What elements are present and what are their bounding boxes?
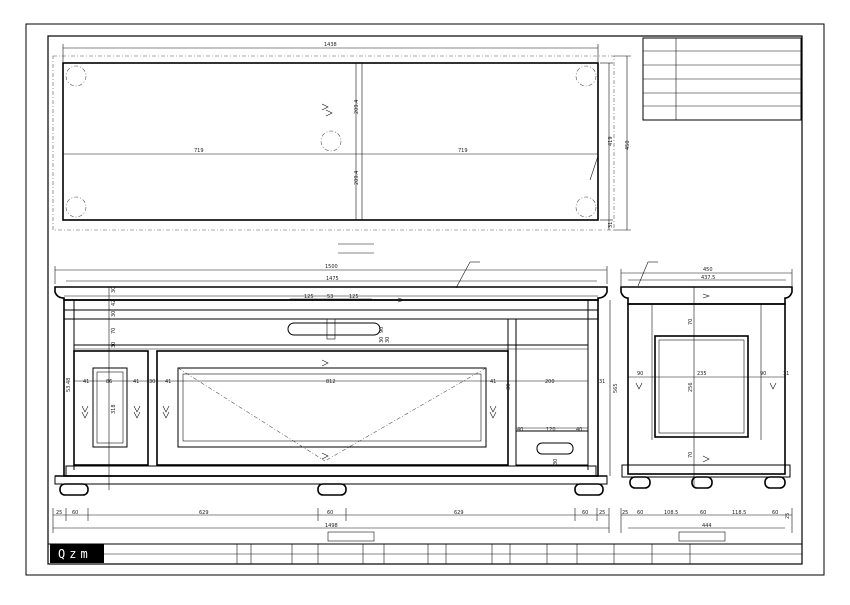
front-panel-width: 812 xyxy=(326,379,336,385)
side-center-height: 256 xyxy=(688,382,694,392)
front-side-height: 565 xyxy=(613,383,619,393)
front-left-41a: 41 xyxy=(83,379,89,385)
front-bottom-d4: 60 xyxy=(327,510,333,516)
top-view-center-circle xyxy=(320,130,342,152)
front-left-h3: 30 xyxy=(111,311,117,317)
front-handle-a: 125 xyxy=(304,294,314,300)
side-right-31: 31 xyxy=(783,371,789,377)
top-depth-small: 31 xyxy=(608,222,614,228)
top-half-right: 719 xyxy=(458,148,468,154)
top-view-corner-circle xyxy=(65,196,87,218)
front-foot xyxy=(317,483,347,496)
top-center-upper: 209.4 xyxy=(354,100,360,114)
front-top-handle-slot xyxy=(287,322,381,336)
side-bottom-d6: 60 xyxy=(772,510,778,516)
top-depth: 450 xyxy=(625,140,631,150)
front-left-h5: 30 xyxy=(111,342,117,348)
front-bottom-d5: 629 xyxy=(454,510,464,516)
front-handle-c: 125 xyxy=(349,294,359,300)
side-top-70: 70 xyxy=(688,319,694,325)
front-top-width: 1475 xyxy=(326,276,339,282)
front-bottom-d7: 25 xyxy=(599,510,605,516)
logo-text: Qzm xyxy=(58,547,92,561)
front-right-41: 41 xyxy=(490,379,496,385)
side-bottom-d3: 108.5 xyxy=(664,510,678,516)
front-door-height: 318 xyxy=(111,404,117,414)
side-bottom-d2: 60 xyxy=(637,510,643,516)
front-left-height-label: 53.48 xyxy=(66,378,72,392)
side-bottom-70: 70 xyxy=(688,452,694,458)
front-side-right-31: 31 xyxy=(599,379,605,385)
front-drawer-40a: 40 xyxy=(517,427,523,433)
front-drawer-h: 30 xyxy=(553,459,559,465)
front-handle-b: 53 xyxy=(327,294,333,300)
side-bottom-d5: 118.5 xyxy=(732,510,746,516)
top-view: 1438 719 719 209.4 209.4 419 450 31 xyxy=(52,42,631,254)
front-overall-width: 1500 xyxy=(325,264,338,270)
top-half-left: 719 xyxy=(194,148,204,154)
top-view-corner-circle xyxy=(65,65,87,87)
side-right-90: 90 xyxy=(760,371,766,377)
side-body xyxy=(627,303,786,475)
front-drawer-h1: 90 xyxy=(379,327,385,333)
side-bottom-total: 444 xyxy=(702,523,712,529)
front-left-30: 30 xyxy=(149,379,155,385)
front-right-drawer xyxy=(515,430,589,466)
top-center-lower: 209.4 xyxy=(354,171,360,185)
title-block-top xyxy=(642,37,802,121)
side-foot xyxy=(691,476,713,489)
front-drawer-120: 120 xyxy=(546,427,556,433)
top-view-outline-dashed xyxy=(52,55,615,231)
front-left-door xyxy=(73,350,149,466)
side-inner-depth: 437.5 xyxy=(701,275,715,281)
front-bottom-d3: 629 xyxy=(199,510,209,516)
side-center-235: 235 xyxy=(697,371,707,377)
top-overall-width: 1438 xyxy=(324,42,337,48)
title-block-bottom xyxy=(48,543,802,564)
front-bottom-total: 1498 xyxy=(325,523,338,529)
front-bottom-d1: 25 xyxy=(56,510,62,516)
front-bottom-d6: 60 xyxy=(582,510,588,516)
front-drawer-handle xyxy=(536,442,574,455)
side-view: 450 437.5 90 235 90 31 70 256 70 25 60 xyxy=(620,261,793,542)
front-foot xyxy=(574,483,604,496)
side-left-90: 90 xyxy=(637,371,643,377)
side-overall-depth: 450 xyxy=(703,267,713,273)
sheet-inner-border xyxy=(47,35,803,565)
side-foot xyxy=(764,476,786,489)
front-foot xyxy=(59,483,89,496)
front-left-h1: 30 xyxy=(111,287,117,293)
side-bottom-d7: 25 xyxy=(785,513,791,519)
top-view-corner-circle xyxy=(575,65,597,87)
front-drawer-h3: 30 xyxy=(385,337,391,343)
front-view: 1500 1475 125 53 125 xyxy=(52,261,619,542)
top-depth-inner: 419 xyxy=(608,136,614,146)
front-left-h2: 42 xyxy=(111,300,117,306)
front-drawer-h2: 30 xyxy=(379,337,385,343)
front-left-41c: 41 xyxy=(165,379,171,385)
logo-block: Qzm xyxy=(50,544,104,563)
front-door-left-width: 86 xyxy=(106,379,112,385)
top-view-corner-circle xyxy=(575,196,597,218)
front-side-open-width: 200 xyxy=(545,379,555,385)
front-left-41b: 41 xyxy=(133,379,139,385)
front-bottom-d2: 60 xyxy=(72,510,78,516)
side-panel xyxy=(654,335,749,438)
front-left-h4: 70 xyxy=(111,328,117,334)
side-bottom-d1: 25 xyxy=(622,510,628,516)
front-right-30: 30 xyxy=(506,384,512,390)
top-view-board xyxy=(62,62,599,221)
front-drawer-40b: 40 xyxy=(576,427,582,433)
side-bottom-d4: 60 xyxy=(700,510,706,516)
side-foot xyxy=(629,476,651,489)
